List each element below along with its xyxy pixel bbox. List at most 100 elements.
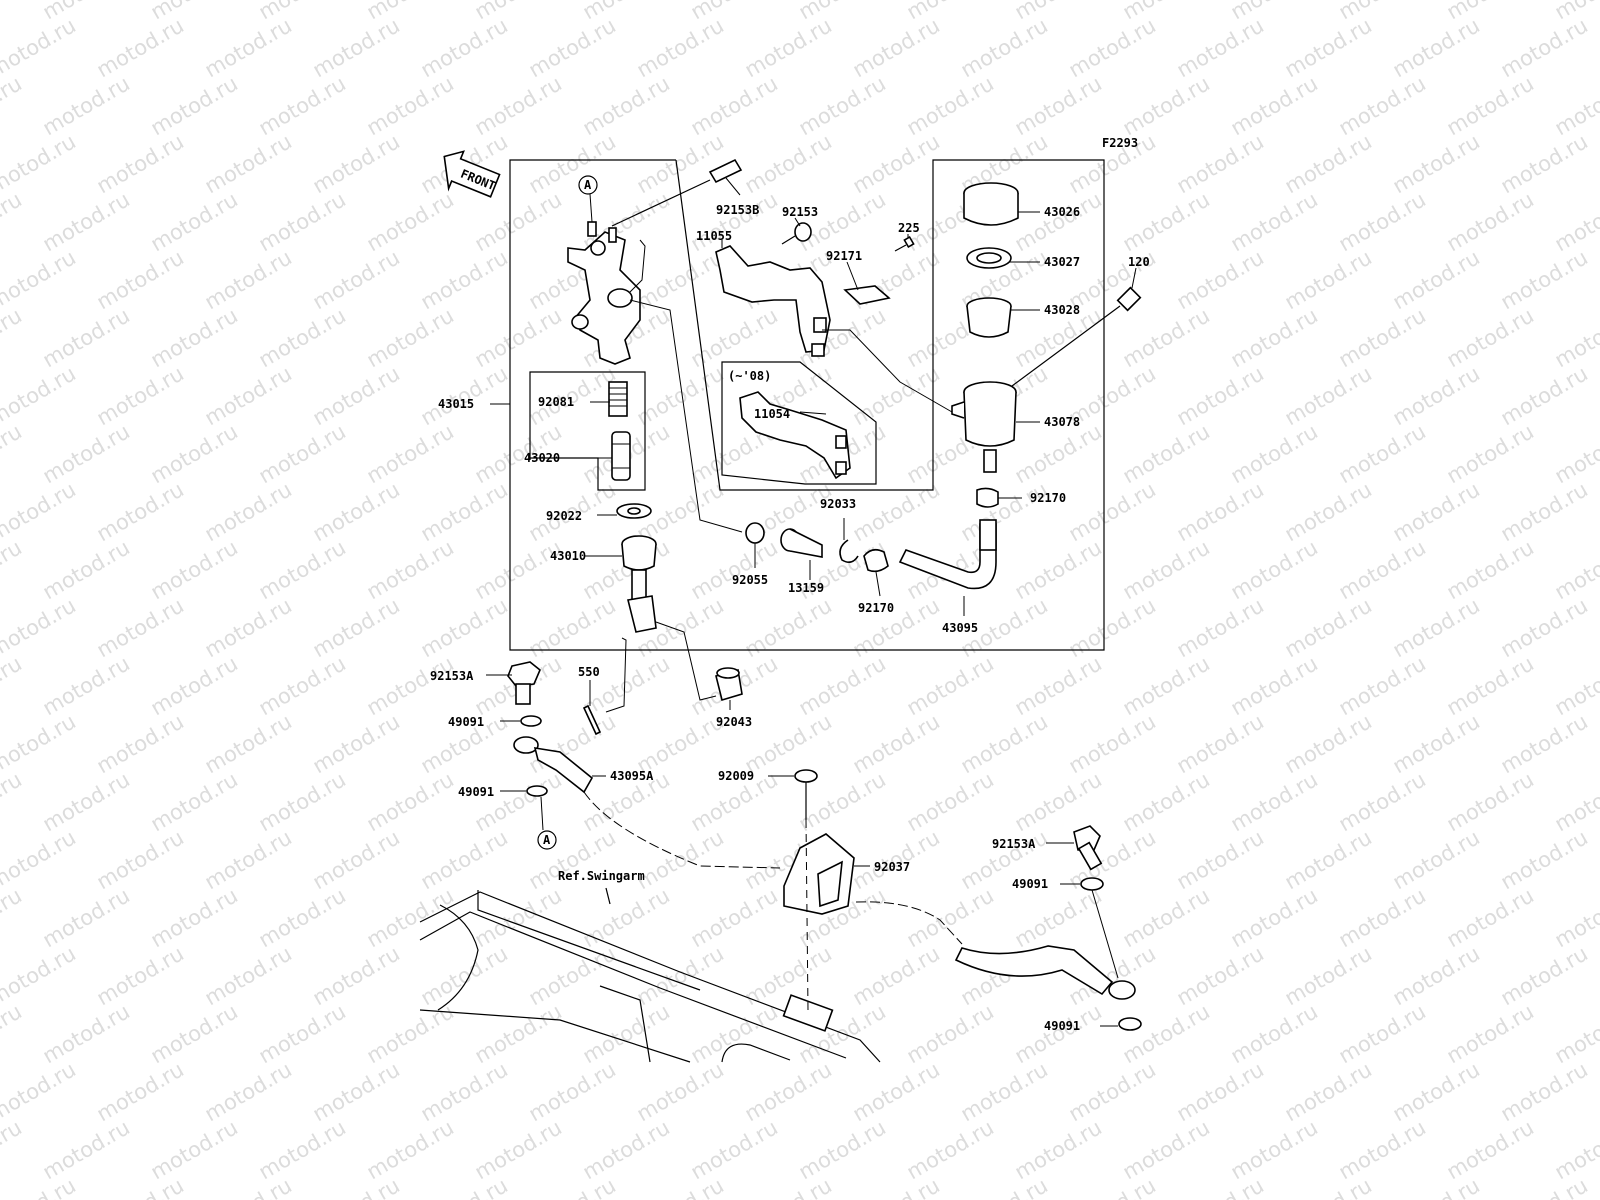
watermark-text: motod.ru	[579, 651, 674, 720]
watermark-text: motod.ru	[687, 999, 782, 1068]
watermark-text: motod.ru	[93, 709, 188, 778]
watermark-text: motod.ru	[93, 361, 188, 430]
watermark-text: motod.ru	[1335, 187, 1430, 256]
watermark-text: motod.ru	[1497, 825, 1592, 894]
screw-120	[1011, 286, 1142, 387]
watermark-text: motod.ru	[417, 825, 512, 894]
watermark-text: motod.ru	[1497, 245, 1592, 314]
watermark-text: motod.ru	[417, 1173, 512, 1200]
watermark-text: motod.ru	[363, 999, 458, 1068]
watermark-text: motod.ru	[1551, 651, 1600, 720]
watermark-text: motod.ru	[39, 0, 134, 24]
screw-225	[894, 235, 915, 252]
watermark-text: motod.ru	[147, 651, 242, 720]
watermark-text: motod.ru	[1011, 767, 1106, 836]
svg-text:A: A	[584, 178, 592, 192]
watermark-text: motod.ru	[957, 1173, 1052, 1200]
watermark-text: motod.ru	[309, 709, 404, 778]
variant-frame	[721, 361, 877, 485]
clamp-92170-lower	[863, 548, 889, 573]
watermark-text: motod.ru	[633, 1173, 728, 1200]
watermark-text: motod.ru	[1551, 999, 1600, 1068]
watermark-text: motod.ru	[957, 13, 1052, 82]
master-cylinder-body	[567, 221, 641, 365]
watermark-text: motod.ru	[255, 187, 350, 256]
fitting-13159	[780, 528, 823, 558]
watermark-text: motod.ru	[1173, 245, 1268, 314]
watermark-text: motod.ru	[741, 1057, 836, 1126]
watermark-text: motod.ru	[201, 825, 296, 894]
watermark-text: motod.ru	[579, 999, 674, 1068]
watermark-text: motod.ru	[1011, 535, 1106, 604]
watermark-text: motod.ru	[1119, 999, 1214, 1068]
watermark-text: motod.ru	[1173, 709, 1268, 778]
watermark-text: motod.ru	[147, 187, 242, 256]
leader-lines	[486, 177, 1137, 1027]
watermark-text: motod.ru	[1119, 535, 1214, 604]
watermark-text: motod.ru	[1065, 709, 1160, 778]
watermark-text: motod.ru	[1389, 477, 1484, 546]
watermark-text: motod.ru	[363, 303, 458, 372]
watermark-text: motod.ru	[93, 1173, 188, 1200]
watermark-text: motod.ru	[309, 13, 404, 82]
watermark-text: motod.ru	[849, 477, 944, 546]
watermark-text: motod.ru	[903, 71, 998, 140]
watermark-text: motod.ru	[1335, 1115, 1430, 1184]
watermark-text: motod.ru	[417, 941, 512, 1010]
watermark-text: motod.ru	[1335, 535, 1430, 604]
watermark-text: motod.ru	[0, 1115, 26, 1184]
ref-swingarm-label: Ref.Swingarm	[558, 869, 645, 883]
watermark-text: motod.ru	[741, 593, 836, 662]
watermark-text: motod.ru	[1065, 1057, 1160, 1126]
watermark-text: motod.ru	[1173, 361, 1268, 430]
watermark-text: motod.ru	[1281, 593, 1376, 662]
label-49091-2: 49091	[458, 785, 494, 799]
watermark-text: motod.ru	[1335, 999, 1430, 1068]
watermark-text: motod.ru	[309, 129, 404, 198]
watermark-text: motod.ru	[1065, 13, 1160, 82]
watermark-text: motod.ru	[1119, 71, 1214, 140]
bolt-92009	[794, 769, 818, 820]
watermark-text: motod.ru	[417, 13, 512, 82]
watermark-text: motod.ru	[417, 477, 512, 546]
watermark-text: motod.ru	[1497, 361, 1592, 430]
label-92153B: 92153B	[716, 203, 759, 217]
watermark-text: motod.ru	[1497, 13, 1592, 82]
watermark-text: motod.ru	[1011, 651, 1106, 720]
watermark-text: motod.ru	[39, 303, 134, 372]
watermark-text: motod.ru	[417, 1057, 512, 1126]
hose-route-line-right	[855, 901, 963, 945]
label-92009: 92009	[718, 769, 754, 783]
watermark-text: motod.ru	[147, 71, 242, 140]
watermark-text: motod.ru	[309, 825, 404, 894]
watermark-text: motod.ru	[39, 999, 134, 1068]
watermark-text: motod.ru	[687, 883, 782, 952]
watermark-text: motod.ru	[147, 535, 242, 604]
label-11054: 11054	[754, 407, 790, 421]
watermark-text: motod.ru	[525, 941, 620, 1010]
watermark-text: motod.ru	[741, 13, 836, 82]
watermark-text: motod.ru	[1389, 1057, 1484, 1126]
watermark-text: motod.ru	[39, 767, 134, 836]
watermark-text: motod.ru	[849, 941, 944, 1010]
label-43095A: 43095A	[610, 769, 654, 783]
watermark-text: motod.ru	[1173, 1173, 1268, 1200]
watermark-text: motod.ru	[255, 1115, 350, 1184]
watermark-text: motod.ru	[93, 245, 188, 314]
watermark-text: motod.ru	[93, 477, 188, 546]
spring-92081	[608, 381, 628, 417]
watermark-text: motod.ru	[1443, 651, 1538, 720]
watermark-text: motod.ru	[525, 13, 620, 82]
watermark-text: motod.ru	[1281, 13, 1376, 82]
watermark-text: motod.ru	[255, 419, 350, 488]
watermark-text: motod.ru	[147, 767, 242, 836]
label-43095: 43095	[942, 621, 978, 635]
watermark-text: motod.ru	[525, 129, 620, 198]
piston-43020	[611, 431, 631, 481]
watermark-text: motod.ru	[1551, 419, 1600, 488]
watermark-text: motod.ru	[93, 1057, 188, 1126]
connection-lines-5	[655, 621, 717, 701]
watermark-text: motod.ru	[147, 419, 242, 488]
watermark-text: motod.ru	[957, 477, 1052, 546]
watermark-text: motod.ru	[39, 883, 134, 952]
